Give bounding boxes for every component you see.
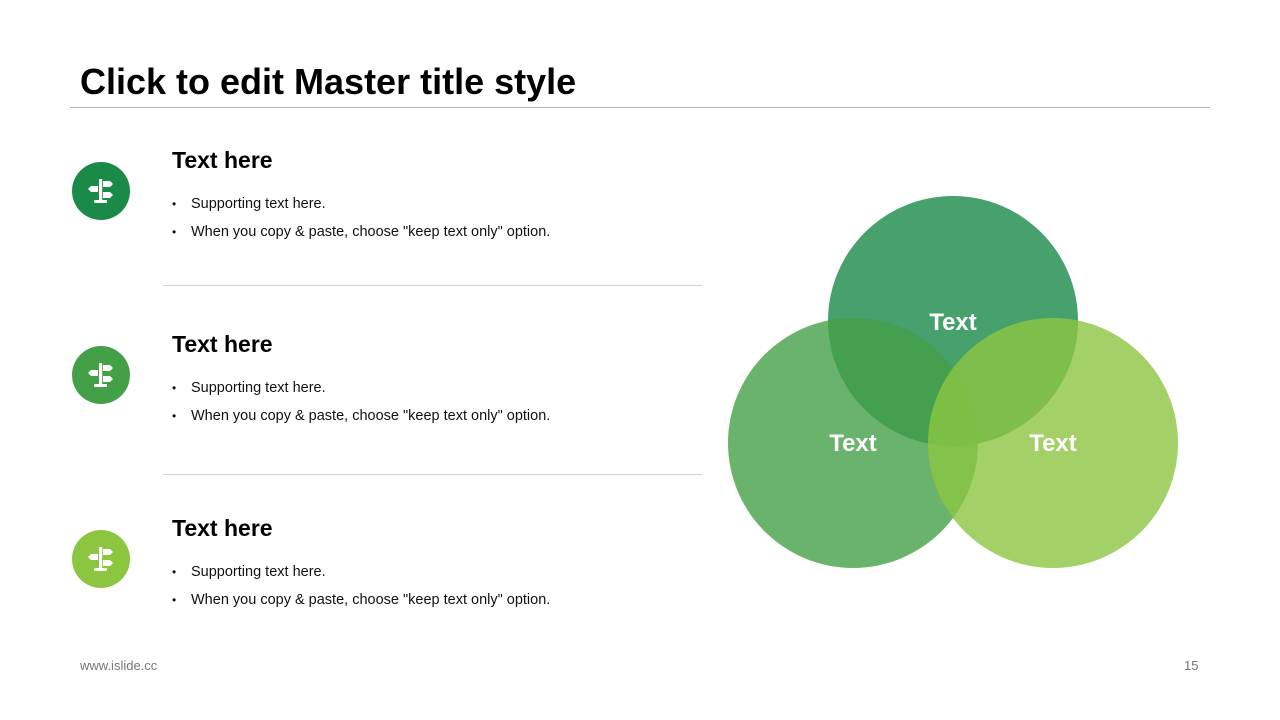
bullet-item: Supporting text here. — [172, 558, 550, 586]
signpost-icon — [72, 346, 130, 404]
venn-diagram: Text Text Text — [728, 196, 1178, 568]
page-number: 15 — [1184, 658, 1199, 673]
signpost-icon — [72, 162, 130, 220]
bullet-list: Supporting text here. When you copy & pa… — [172, 374, 550, 430]
item-divider — [163, 285, 702, 286]
bullet-list: Supporting text here. When you copy & pa… — [172, 190, 550, 246]
item-heading: Text here — [172, 147, 273, 173]
bullet-item: When you copy & paste, choose "keep text… — [172, 402, 550, 430]
item-heading: Text here — [172, 515, 273, 541]
title-divider — [70, 107, 1210, 108]
venn-label-top: Text — [929, 309, 977, 336]
page-title: Click to edit Master title style — [80, 61, 577, 102]
bullet-item: Supporting text here. — [172, 374, 550, 402]
bullet-list: Supporting text here. When you copy & pa… — [172, 558, 550, 614]
list-item: Text here Supporting text here. When you… — [0, 140, 720, 280]
bullet-item: When you copy & paste, choose "keep text… — [172, 218, 550, 246]
bullet-item: When you copy & paste, choose "keep text… — [172, 586, 550, 614]
venn-label-left: Text — [829, 430, 877, 457]
list-item: Text here Supporting text here. When you… — [0, 508, 720, 648]
footer-url: www.islide.cc — [80, 658, 158, 673]
venn-circle-right — [928, 318, 1178, 568]
bullet-item: Supporting text here. — [172, 190, 550, 218]
item-heading: Text here — [172, 331, 273, 357]
list-item: Text here Supporting text here. When you… — [0, 324, 720, 464]
item-divider — [163, 474, 702, 475]
venn-label-right: Text — [1029, 430, 1077, 457]
venn-circle-left — [728, 318, 978, 568]
signpost-icon — [72, 530, 130, 588]
